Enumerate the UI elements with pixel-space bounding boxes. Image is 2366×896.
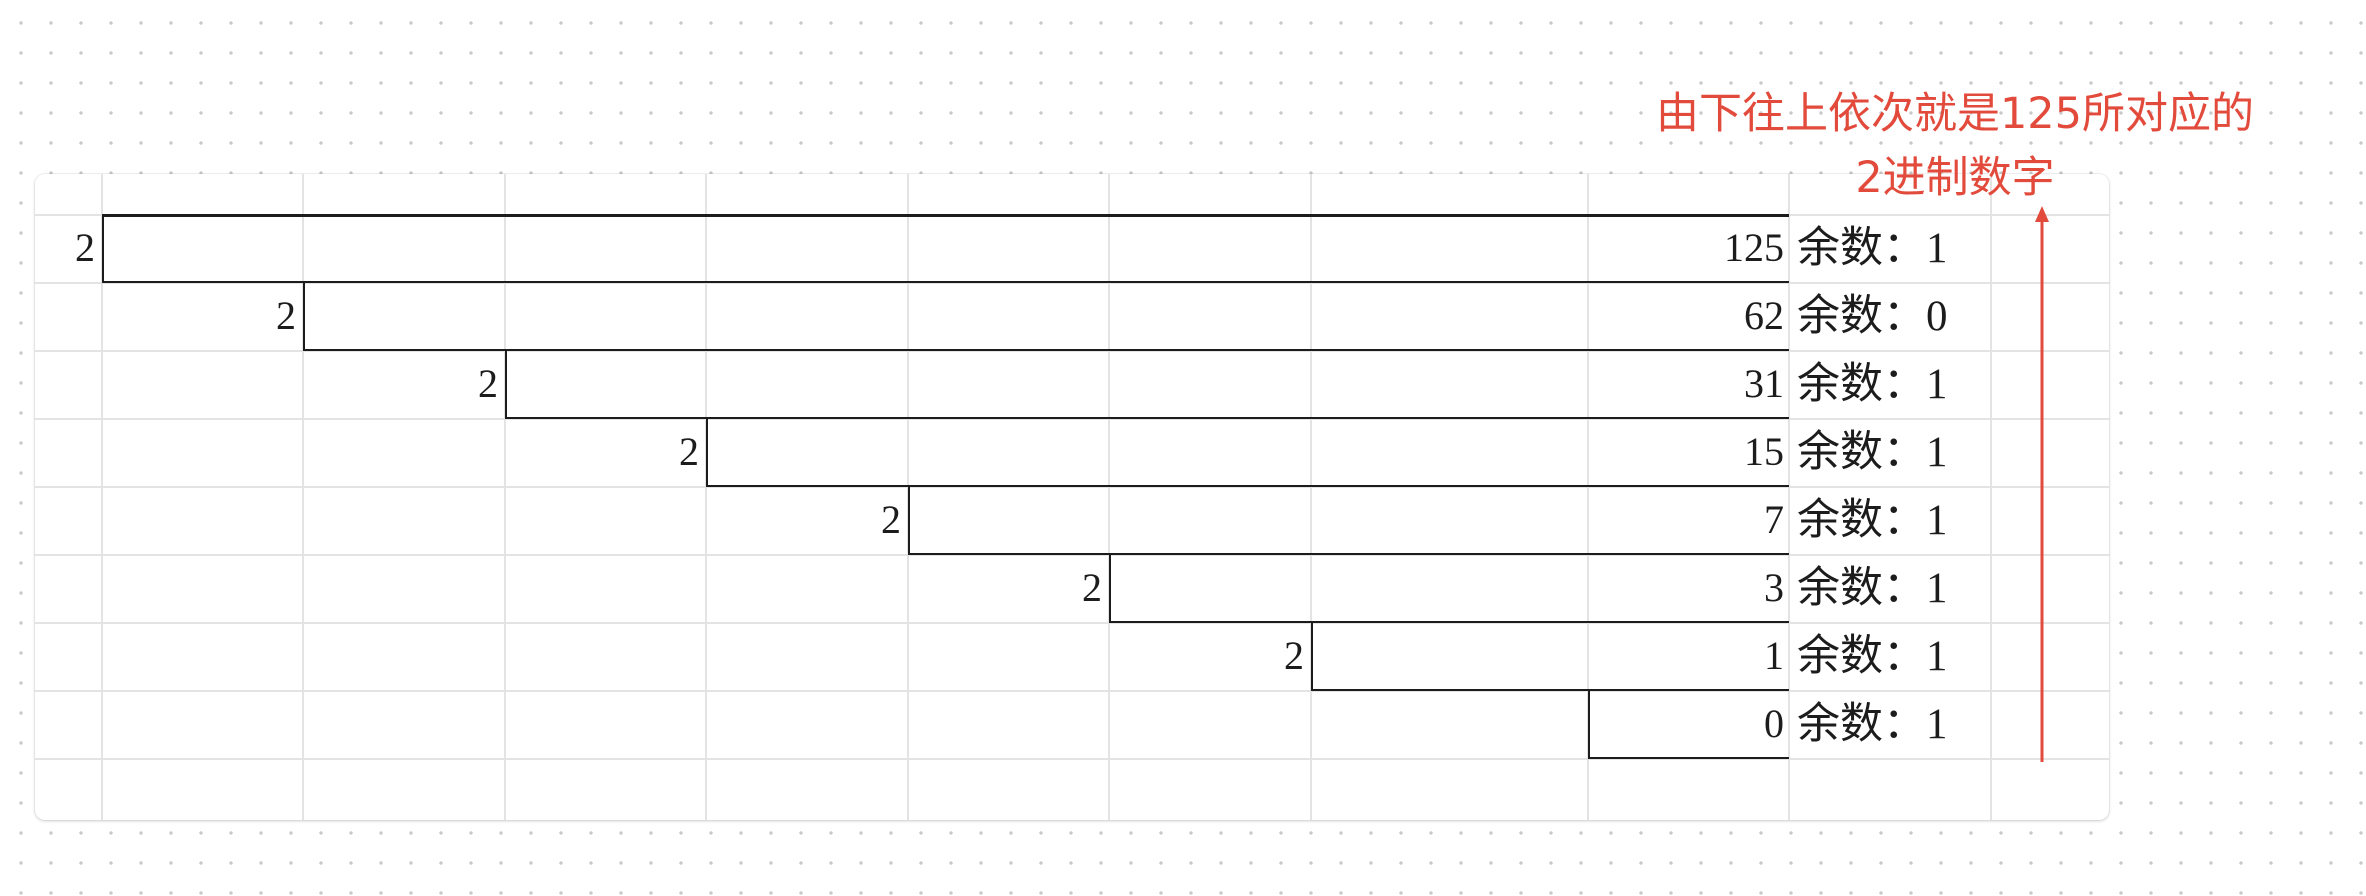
quotient: 31 xyxy=(1744,361,1784,406)
grid-line xyxy=(101,174,103,820)
division-bracket xyxy=(102,214,1789,283)
remainder-label: 余数：1 xyxy=(1797,429,1948,476)
divisor: 2 xyxy=(75,225,95,270)
quotient: 125 xyxy=(1724,225,1784,270)
remainder-label: 余数：0 xyxy=(1797,293,1948,340)
division-bracket xyxy=(505,350,1789,419)
division-bracket xyxy=(1109,554,1789,623)
remainder-label: 余数：1 xyxy=(1797,225,1948,272)
quotient: 0 xyxy=(1764,701,1784,746)
division-bracket xyxy=(706,418,1789,487)
quotient: 15 xyxy=(1744,429,1784,474)
quotient: 7 xyxy=(1764,497,1784,542)
grid-line xyxy=(1310,174,1312,820)
worksheet: 2 125 余数：1 2 62 余数：0 2 31 余数：1 2 15 余数：1… xyxy=(35,174,2109,820)
caption-line-2: 2进制数字 xyxy=(1855,153,2055,203)
grid-line xyxy=(302,174,304,820)
division-bracket xyxy=(1588,690,1789,759)
divisor: 2 xyxy=(1284,633,1304,678)
quotient: 1 xyxy=(1764,633,1784,678)
divisor: 2 xyxy=(1082,565,1102,610)
caption-line-1: 由下往上依次就是125所对应的 xyxy=(1655,89,2255,139)
grid-line xyxy=(504,174,506,820)
grid-line xyxy=(35,350,2109,352)
remainder-label: 余数：1 xyxy=(1797,497,1948,544)
grid-line xyxy=(35,758,2109,760)
grid-line xyxy=(35,690,2109,692)
remainder-label: 余数：1 xyxy=(1797,361,1948,408)
remainder-label: 余数：1 xyxy=(1797,565,1948,612)
division-bracket xyxy=(1311,622,1789,691)
grid-line xyxy=(35,486,2109,488)
divisor: 2 xyxy=(478,361,498,406)
division-bracket xyxy=(908,486,1789,555)
grid-line xyxy=(35,554,2109,556)
grid-line xyxy=(35,282,2109,284)
remainder-label: 余数：1 xyxy=(1797,633,1948,680)
quotient: 62 xyxy=(1744,293,1784,338)
grid-line xyxy=(1788,174,1790,820)
remainder-label: 余数：1 xyxy=(1797,701,1948,748)
grid-line xyxy=(1587,174,1589,820)
grid-line xyxy=(1990,174,1992,820)
grid-line xyxy=(35,622,2109,624)
grid-line xyxy=(35,418,2109,420)
division-top-line xyxy=(103,214,1789,217)
annotation-caption: 由下往上依次就是125所对应的 2进制数字 xyxy=(1590,82,2320,210)
divisor: 2 xyxy=(276,293,296,338)
grid-line xyxy=(1108,174,1110,820)
quotient: 3 xyxy=(1764,565,1784,610)
divisor: 2 xyxy=(881,497,901,542)
divisor: 2 xyxy=(679,429,699,474)
grid-line xyxy=(705,174,707,820)
division-bracket xyxy=(303,282,1789,351)
